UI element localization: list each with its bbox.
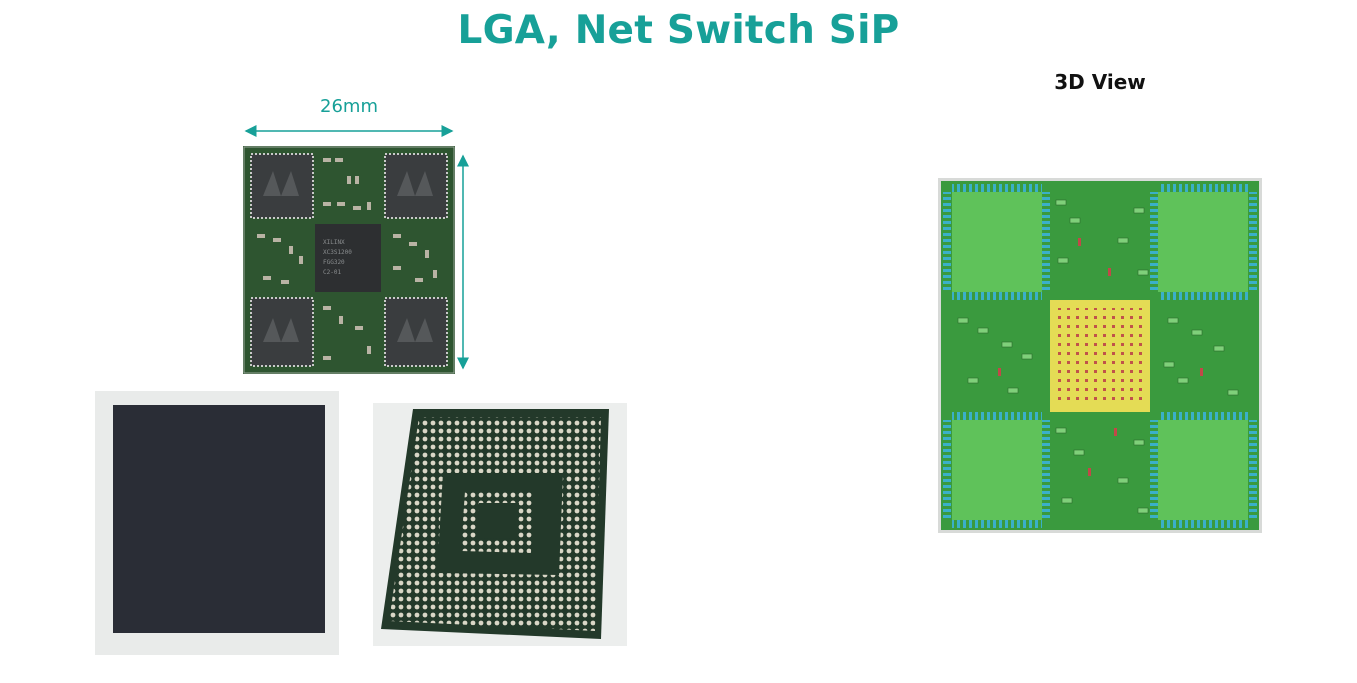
svg-text:XILINX: XILINX [323, 239, 345, 246]
svg-text:C2-01: C2-01 [323, 269, 341, 276]
sip-bga-bottom-photo [373, 403, 627, 646]
svg-text:XC3S1200: XC3S1200 [323, 249, 352, 256]
width-arrow [244, 125, 454, 137]
sip-encapsulated-photo [95, 391, 339, 655]
layout-3d-view [938, 178, 1262, 533]
svg-text:FGG320: FGG320 [323, 259, 345, 266]
height-arrow [457, 154, 469, 370]
page-title: LGA, Net Switch SiP [457, 8, 900, 53]
view-label: 3D View [1054, 70, 1146, 94]
width-label: 26mm [320, 96, 378, 117]
sip-top-photo: XILINX XC3S1200 FGG320 C2-01 [243, 146, 455, 374]
